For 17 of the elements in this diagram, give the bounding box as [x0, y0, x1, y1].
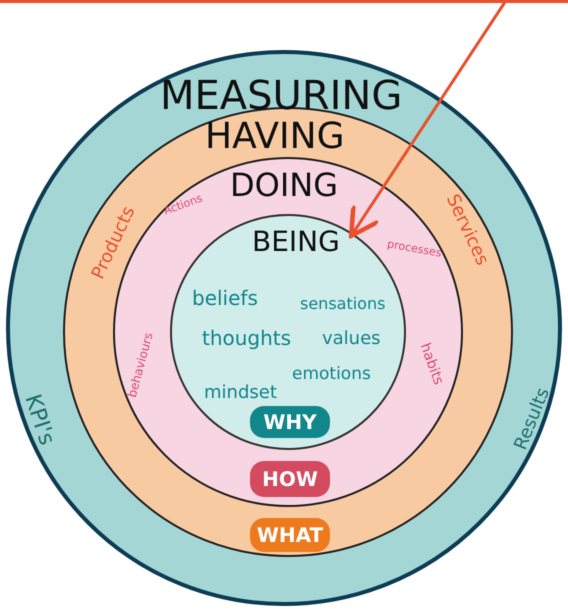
ring-label: KPI's	[20, 392, 58, 448]
circle-title: BEING	[252, 228, 340, 256]
handwritten-word: sensations	[300, 296, 386, 312]
handwritten-word: mindset	[204, 384, 277, 402]
how-pill: HOW	[250, 461, 330, 497]
ring-title: MEASURING	[160, 76, 402, 116]
handwritten-word: beliefs	[192, 288, 258, 308]
handwritten-word: thoughts	[202, 328, 292, 348]
ring-title: HAVING	[205, 119, 344, 155]
ring-title: DOING	[230, 169, 338, 201]
handwritten-word: emotions	[292, 366, 371, 383]
ring-label: processes	[386, 238, 442, 259]
handwritten-word: values	[322, 330, 381, 348]
arrow	[348, 1, 506, 238]
what-pill: WHAT	[250, 518, 330, 552]
ring-label: habits	[418, 341, 446, 387]
why-pill: WHY	[250, 406, 330, 438]
